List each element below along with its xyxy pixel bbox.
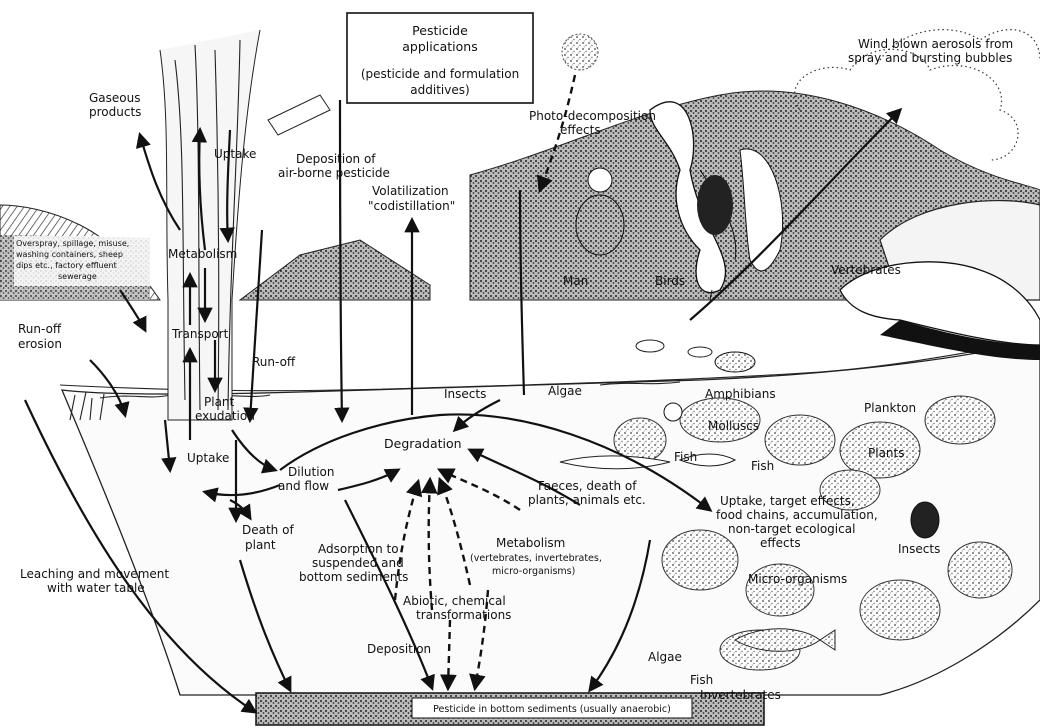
label-uptake-top: Uptake bbox=[214, 147, 256, 161]
label-overspray-1: Overspray, spillage, misuse, bbox=[16, 239, 129, 248]
label-fish-2: Fish bbox=[751, 459, 774, 473]
label-plant-exudation-2: exudation bbox=[195, 409, 255, 423]
label-uptake-mid: Uptake bbox=[187, 451, 229, 465]
label-gaseous-2: products bbox=[89, 105, 141, 119]
label-uptake-effects-3: non-target ecological bbox=[728, 522, 855, 536]
label-algae-bottom: Algae bbox=[648, 650, 682, 664]
label-volatil-2: "codistillation" bbox=[368, 199, 455, 213]
label-vertebrates: Vertebrates bbox=[831, 263, 901, 277]
label-abiotic-1: Abiotic, chemical bbox=[403, 594, 506, 608]
label-metabolism-water-1: Metabolism bbox=[496, 536, 565, 550]
label-wind-1: Wind blown aerosols from bbox=[858, 37, 1013, 51]
label-faeces-2: plants, animals etc. bbox=[528, 493, 646, 507]
label-deposition-bottom: Deposition bbox=[367, 642, 431, 656]
label-adsorption-3: bottom sediments bbox=[299, 570, 408, 584]
label-metabolism-plant: Metabolism bbox=[168, 247, 237, 261]
label-micro-organisms: Micro-organisms bbox=[748, 572, 847, 586]
label-adsorption-1: Adsorption to bbox=[318, 542, 399, 556]
label-amphibians: Amphibians bbox=[705, 387, 776, 401]
box-sub-1: (pesticide and formulation bbox=[361, 67, 519, 81]
label-runoff-erosion-2: erosion bbox=[18, 337, 62, 351]
sun-icon bbox=[562, 34, 598, 70]
label-insects-surface: Insects bbox=[444, 387, 486, 401]
label-adsorption-2: suspended and bbox=[312, 556, 404, 570]
label-metabolism-water-2: (vertebrates, invertebrates, bbox=[470, 553, 602, 564]
label-runoff: Run-off bbox=[252, 355, 296, 369]
label-leaching-1: Leaching and movement bbox=[20, 567, 169, 581]
label-metabolism-water-3: micro-organisms) bbox=[492, 566, 575, 577]
label-deposition-air-2: air-borne pesticide bbox=[278, 166, 390, 180]
label-plankton: Plankton bbox=[864, 401, 916, 415]
label-dilution-2: and flow bbox=[278, 479, 329, 493]
label-sediment: Pesticide in bottom sediments (usually a… bbox=[433, 704, 671, 715]
label-overspray-4: sewerage bbox=[58, 272, 97, 281]
label-runoff-erosion-1: Run-off bbox=[18, 322, 62, 336]
box-title-2: applications bbox=[402, 39, 477, 54]
label-plant-exudation-1: Plant bbox=[204, 395, 235, 409]
snail-icon bbox=[664, 403, 682, 421]
label-dilution-1: Dilution bbox=[288, 465, 335, 479]
label-fish-bottom: Fish bbox=[690, 673, 713, 687]
label-man: Man bbox=[563, 274, 588, 288]
beetle-icon bbox=[911, 502, 939, 538]
label-molluscs: Molluscs bbox=[708, 419, 759, 433]
pesticide-applications-box: Pesticide applications (pesticide and fo… bbox=[347, 13, 533, 103]
label-fish-1: Fish bbox=[674, 450, 697, 464]
label-deposition-air-1: Deposition of bbox=[296, 152, 376, 166]
label-uptake-effects-1: Uptake, target effects, bbox=[720, 494, 855, 508]
label-death-plant-1: Death of bbox=[242, 523, 294, 537]
label-algae-surface: Algae bbox=[548, 384, 582, 398]
label-volatil-1: Volatilization bbox=[372, 184, 449, 198]
box-title-1: Pesticide bbox=[412, 23, 468, 38]
label-overspray-3: dips etc., factory effluent bbox=[16, 261, 117, 270]
label-wind-2: spray and bursting bubbles bbox=[848, 51, 1012, 65]
label-abiotic-2: transformations bbox=[416, 608, 511, 622]
label-invertebrates-bottom: Invertebrates bbox=[700, 688, 781, 702]
frog-icon bbox=[715, 352, 755, 372]
box-sub-2: additives) bbox=[410, 83, 469, 97]
label-overspray-2: washing containers, sheep bbox=[16, 250, 123, 259]
label-death-plant-2: plant bbox=[245, 538, 276, 552]
label-uptake-effects-2: food chains, accumulation, bbox=[716, 508, 878, 522]
label-insects-water: Insects bbox=[898, 542, 940, 556]
label-uptake-effects-4: effects bbox=[760, 536, 801, 550]
label-degradation: Degradation bbox=[384, 436, 462, 451]
label-gaseous-1: Gaseous bbox=[89, 91, 141, 105]
label-faeces-1: Faeces, death of bbox=[538, 479, 637, 493]
label-leaching-2: with water table bbox=[47, 581, 145, 595]
label-photo-1: Photo-decomposition bbox=[529, 109, 656, 123]
label-photo-2: effects bbox=[560, 123, 601, 137]
label-plants: Plants bbox=[868, 446, 905, 460]
label-birds: Birds bbox=[655, 274, 685, 288]
label-transport: Transport bbox=[171, 327, 229, 341]
